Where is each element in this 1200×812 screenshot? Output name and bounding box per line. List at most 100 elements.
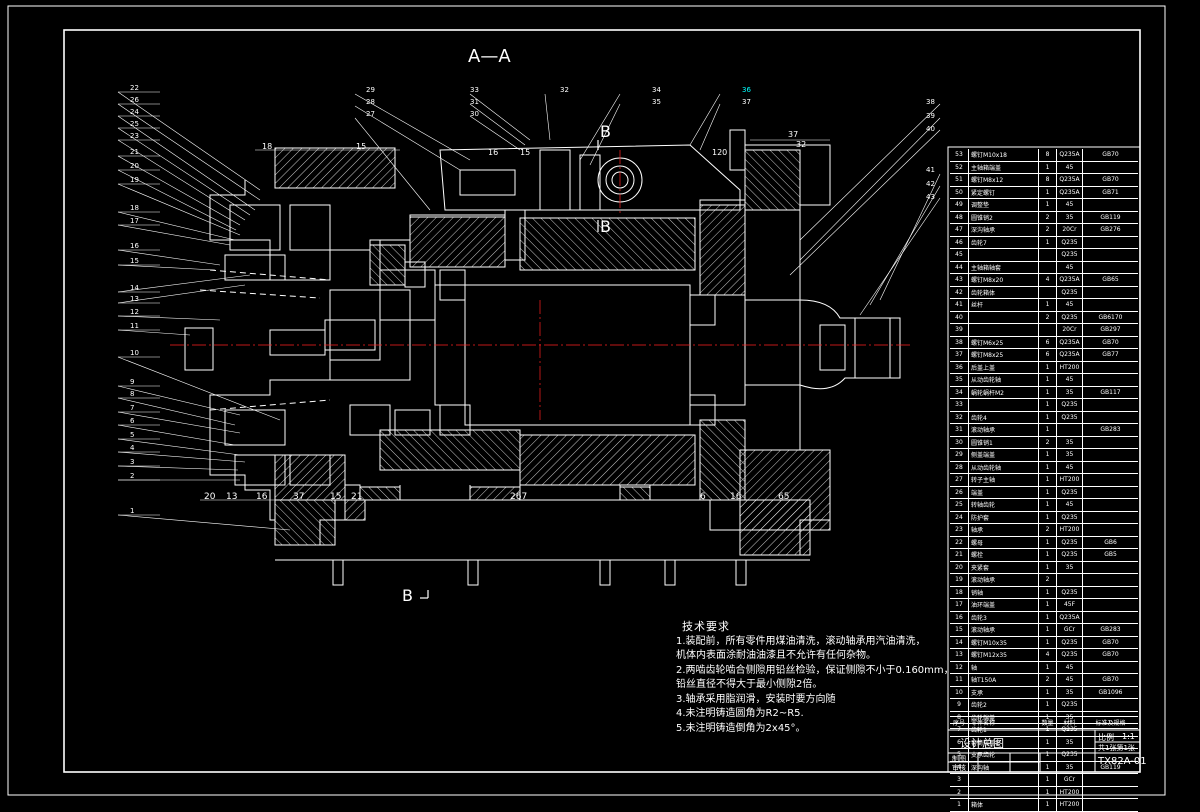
callout-label: 43 — [926, 193, 935, 201]
bom-cell-mat: Q235 — [1057, 286, 1083, 298]
callout-label: 3 — [130, 458, 135, 466]
bom-cell-qty: 1 — [1039, 424, 1057, 436]
bom-cell-note — [1083, 774, 1138, 786]
bom-cell-no: 48 — [950, 211, 969, 223]
bom-cell-no: 1 — [950, 799, 969, 811]
checker-label: 审核 — [952, 764, 966, 772]
callout-label: 31 — [470, 98, 479, 106]
bom-cell-note — [1083, 499, 1138, 511]
dimension-label: 18 — [262, 142, 273, 151]
bom-cell-qty: 1 — [1039, 774, 1057, 786]
bom-cell-name: 螺钉M8x12 — [969, 174, 1039, 186]
bom-cell-qty: 6 — [1039, 349, 1057, 361]
bom-cell-mat: 35 — [1057, 386, 1083, 398]
bom-cell-name: 转子主轴 — [969, 474, 1039, 486]
callout-label: 21 — [130, 148, 139, 156]
bom-cell-qty: 1 — [1039, 561, 1057, 573]
dimension-label: 267 — [510, 492, 528, 502]
bom-cell-note — [1083, 512, 1138, 524]
bom-cell-name — [969, 324, 1039, 336]
bom-cell-name — [969, 399, 1039, 411]
bom-cell-no: 53 — [950, 149, 969, 161]
bom-cell-no: 45 — [950, 249, 969, 261]
drawing-code: TX82A-01 — [1098, 756, 1147, 767]
dimension-label: 65 — [778, 492, 790, 502]
callout-label: 4 — [130, 444, 135, 452]
bom-cell-name: 圆锥销1 — [969, 436, 1039, 448]
bom-cell-note — [1083, 362, 1138, 374]
bom-cell-no: 28 — [950, 461, 969, 473]
bom-cell-mat: Q235A — [1057, 274, 1083, 286]
callout-label: 28 — [366, 98, 375, 106]
bom-cell-name: 齿轮4 — [969, 411, 1039, 423]
bom-cell-no: 31 — [950, 424, 969, 436]
bom-cell-qty: 1 — [1039, 686, 1057, 698]
bom-cell-mat: Q235 — [1057, 749, 1083, 761]
bom-cell-no: 37 — [950, 349, 969, 361]
bom-cell-mat: 45 — [1057, 161, 1083, 173]
bom-cell-note — [1083, 524, 1138, 536]
requirement-line: 1.装配前，所有零件用煤油清洗，滚动轴承用汽油清洗， — [676, 635, 926, 647]
dimension-label: 120 — [712, 148, 728, 157]
bom-cell-no: 25 — [950, 499, 969, 511]
bom-cell-name: 轴 — [969, 661, 1039, 673]
callout-label: 20 — [130, 162, 139, 170]
bom-cell-qty: 2 — [1039, 574, 1057, 586]
bom-cell-qty: 1 — [1039, 199, 1057, 211]
callout-label: 2 — [130, 472, 135, 480]
callout-label: 33 — [470, 86, 479, 94]
bom-cell-qty: 1 — [1039, 411, 1057, 423]
dimension-label: 21 — [351, 492, 363, 502]
dimension-lines — [200, 139, 830, 501]
bom-cell-note: GB70 — [1102, 651, 1119, 659]
section-markers — [420, 140, 599, 599]
dimension-label: 37 — [788, 130, 799, 139]
bom-cell-mat: GCr — [1057, 624, 1083, 636]
bom-cell-no: 24 — [950, 511, 969, 523]
bom-cell-name: 螺钉M10x18 — [969, 149, 1039, 161]
sheet-info: 共1张第1张 — [1098, 744, 1135, 752]
bom-cell-qty — [1039, 286, 1057, 298]
bom-cell-no: 9 — [950, 699, 969, 711]
bom-cell-mat: Q235A — [1057, 336, 1083, 348]
callout-label: 36 — [742, 86, 751, 94]
bom-cell-note: GB1096 — [1098, 688, 1123, 696]
bom-cell-mat: HT200 — [1057, 361, 1083, 373]
bom-cell-no: 29 — [950, 449, 969, 461]
bom-cell-mat: 45 — [1057, 261, 1083, 273]
bom-cell-note — [1083, 462, 1138, 474]
requirement-line: 2.两啮齿轮啮合侧隙用铅丝检验，保证侧隙不小于0.160mm， — [676, 664, 954, 676]
bom-cell-no: 52 — [950, 161, 969, 173]
bom-cell-qty: 1 — [1039, 186, 1057, 198]
sheet-border — [7, 5, 1166, 796]
callout-label: 6 — [130, 417, 135, 425]
callout-label: 40 — [926, 125, 935, 133]
bom-cell-mat: 45 — [1057, 461, 1083, 473]
bom-cell-mat: 45 — [1057, 374, 1083, 386]
bom-cell-note — [1083, 162, 1138, 174]
bom-cell-note — [1083, 799, 1138, 811]
bom-cell-note — [1083, 662, 1138, 674]
bom-cell-mat: Q235A — [1057, 349, 1083, 361]
bom-cell-note: GB283 — [1100, 626, 1121, 634]
dimension-label: 15 — [520, 148, 531, 157]
bom-cell-name: 侧盖端盖 — [969, 449, 1039, 461]
bom-cell-qty: 1 — [1039, 599, 1057, 611]
scale-label: 比例 — [1098, 733, 1114, 742]
bom-cell-mat: Q235 — [1057, 724, 1083, 736]
bom-cell-qty — [1039, 324, 1057, 336]
bom-cell-name — [969, 311, 1039, 323]
dimension-label: 20 — [204, 492, 216, 502]
